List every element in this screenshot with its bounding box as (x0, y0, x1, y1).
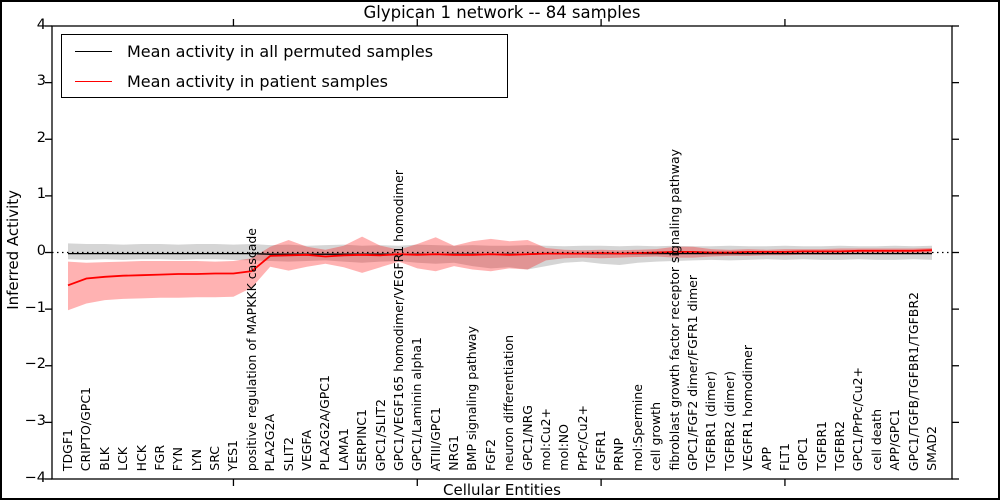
x-tick-label: FGR (151, 445, 167, 471)
y-tick-label: −3 (24, 412, 46, 429)
x-tick-label: ATIII/GPC1 (427, 406, 443, 471)
x-tick-label: TDGF1 (60, 428, 75, 471)
x-tick-label: GPC1/Laminin alpha1 (409, 336, 425, 471)
x-tick-label: LCK (115, 447, 131, 471)
x-tick-label: GPC1/TGFB/TGFBR1/TGFBR2 (905, 291, 921, 471)
x-tick-label: mol:Spermine (629, 383, 645, 471)
x-tick-label: fibroblast growth factor receptor signal… (666, 149, 682, 471)
x-tick-label: GPC1/PrPc/Cu2+ (850, 366, 866, 471)
x-tick-label: SRC (207, 446, 223, 471)
x-tick-label: cell growth (648, 402, 664, 471)
x-tick-label: SMAD2 (924, 426, 939, 471)
x-tick-label: SLIT2 (280, 436, 296, 471)
x-tick-label: GPC1/SLIT2 (372, 398, 388, 471)
y-tick-label: 1 (36, 186, 46, 203)
x-tick-label: FLT1 (776, 442, 792, 471)
x-tick-label: FGF2 (482, 438, 498, 471)
x-tick-label: TGFBR1 (813, 421, 829, 471)
x-tick-label: TGFBR1 (dimer) (703, 371, 719, 471)
y-axis-title: Inferred Activity (4, 190, 22, 310)
y-tick-label: −1 (24, 299, 46, 316)
x-tick-label: FGFR1 (593, 430, 609, 471)
series-lines (67, 249, 933, 287)
x-tick-label: cell death (868, 409, 884, 471)
chart-title: Glypican 1 network -- 84 samples (363, 3, 641, 22)
x-tick-label: NRG1 (446, 435, 462, 471)
x-tick-label: BLK (96, 447, 112, 471)
x-tick-label: TGFBR2 (dimer) (721, 371, 737, 471)
legend-row-permuted: Mean activity in all permuted samples (62, 36, 507, 66)
x-tick-label: PRNP (611, 437, 627, 471)
legend-line-sample-red (75, 80, 112, 82)
x-tick-label: HCK (133, 444, 149, 471)
x-tick-label: SERPINC1 (354, 409, 370, 471)
x-tick-label: FYN (170, 446, 186, 471)
y-tick-label: 2 (36, 129, 46, 146)
legend-label-permuted: Mean activity in all permuted samples (127, 41, 434, 61)
x-axis-title: Cellular Entities (443, 481, 561, 499)
x-tick-label: PLA2G2A (262, 413, 278, 471)
x-tick-label: PrPc/Cu2+ (574, 404, 590, 471)
x-tick-label: APP/GPC1 (887, 409, 903, 471)
legend-row-patient: Mean activity in patient samples (62, 66, 507, 96)
x-tick-label: GPC1/NRG (519, 405, 535, 471)
x-tick-label: VEGFR1 homodimer (740, 345, 756, 471)
x-tick-label: VEGFA (298, 430, 314, 471)
y-tick-label: 3 (36, 73, 46, 90)
patient-mean-line (67, 249, 933, 287)
x-tick-label: neuron differentiation (501, 334, 517, 471)
x-tick-label: PLA2G2A/GPC1 (317, 375, 333, 471)
legend: Mean activity in all permuted samples Me… (61, 34, 508, 98)
x-tick-label: LAMA1 (335, 427, 351, 471)
x-tick-label: BMP signaling pathway (464, 326, 480, 471)
gray-band (68, 243, 932, 270)
legend-line-sample-black (75, 50, 112, 52)
x-tick-label: LYN (188, 448, 204, 471)
axes-frame-and-ticks (45, 19, 959, 486)
y-tick-label: 4 (36, 16, 46, 33)
y-tick-label: −4 (24, 469, 46, 486)
x-tick-label: GPC1/VEGF165 homodimer/VEGFR1 homodimer (390, 169, 406, 471)
x-tick-label: GPC1 (795, 437, 811, 471)
x-tick-label: mol:Cu2+ (537, 408, 553, 471)
y-axis-title-wrap: Inferred Activity (4, 2, 22, 498)
x-tick-label: YES1 (225, 439, 241, 471)
x-tick-label: TGFBR2 (832, 421, 848, 471)
y-tick-label: −2 (24, 356, 46, 373)
legend-label-patient: Mean activity in patient samples (127, 71, 388, 91)
x-tick-label: APP (758, 447, 774, 471)
x-tick-label: CRIPTO/GPC1 (78, 386, 94, 471)
x-tick-label: positive regulation of MAPKKK cascade (243, 227, 259, 471)
x-tick-label: mol:NO (556, 424, 572, 471)
y-tick-label: 0 (36, 243, 46, 259)
x-tick-label: GPC1/FGF2 dimer/FGFR1 dimer (685, 275, 701, 471)
